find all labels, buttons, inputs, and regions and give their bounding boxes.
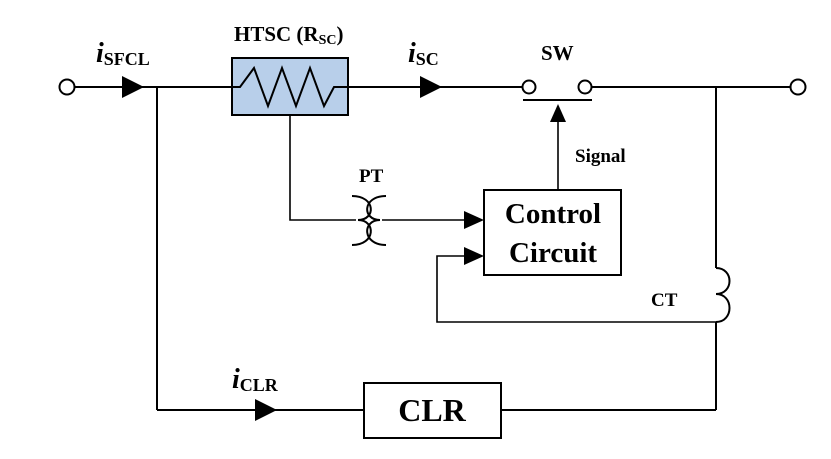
htsc-label: HTSC (RSC)	[234, 22, 344, 48]
signal-label: Signal	[575, 146, 626, 167]
ct-input-arrow	[464, 247, 484, 265]
sw-label: SW	[541, 41, 574, 65]
switch-contact-right	[577, 79, 593, 95]
ct-feedback-line	[436, 255, 716, 323]
pt-coil-right	[366, 195, 387, 246]
htsc-box	[231, 57, 349, 116]
i-sc-label: iSC	[408, 38, 439, 69]
i-sfcl-label: iSFCL	[96, 38, 150, 69]
i-clr-arrow	[255, 399, 277, 421]
control-circuit-box	[483, 189, 622, 276]
pt-coil-left	[351, 195, 372, 246]
clr-label: CLR	[398, 392, 466, 428]
signal-arrow	[550, 104, 566, 122]
i-sfcl-arrow	[122, 76, 144, 98]
ct-coil	[715, 267, 731, 323]
switch-contact-left	[521, 79, 537, 95]
i-sc-arrow	[420, 76, 442, 98]
htsc-element	[231, 57, 349, 116]
clr-box	[363, 382, 502, 439]
output-terminal	[789, 78, 807, 96]
pt-input-arrow	[464, 211, 484, 229]
i-clr-label: iCLR	[232, 364, 279, 395]
pt-tap-line	[289, 115, 356, 221]
input-terminal	[58, 78, 76, 96]
control-label-line1: Control	[505, 198, 601, 230]
switch-sw	[521, 79, 593, 101]
htsc-resistor-zigzag	[232, 65, 348, 109]
ct-label: CT	[651, 290, 678, 311]
control-label-line2: Circuit	[509, 237, 597, 269]
pt-label: PT	[359, 166, 384, 187]
